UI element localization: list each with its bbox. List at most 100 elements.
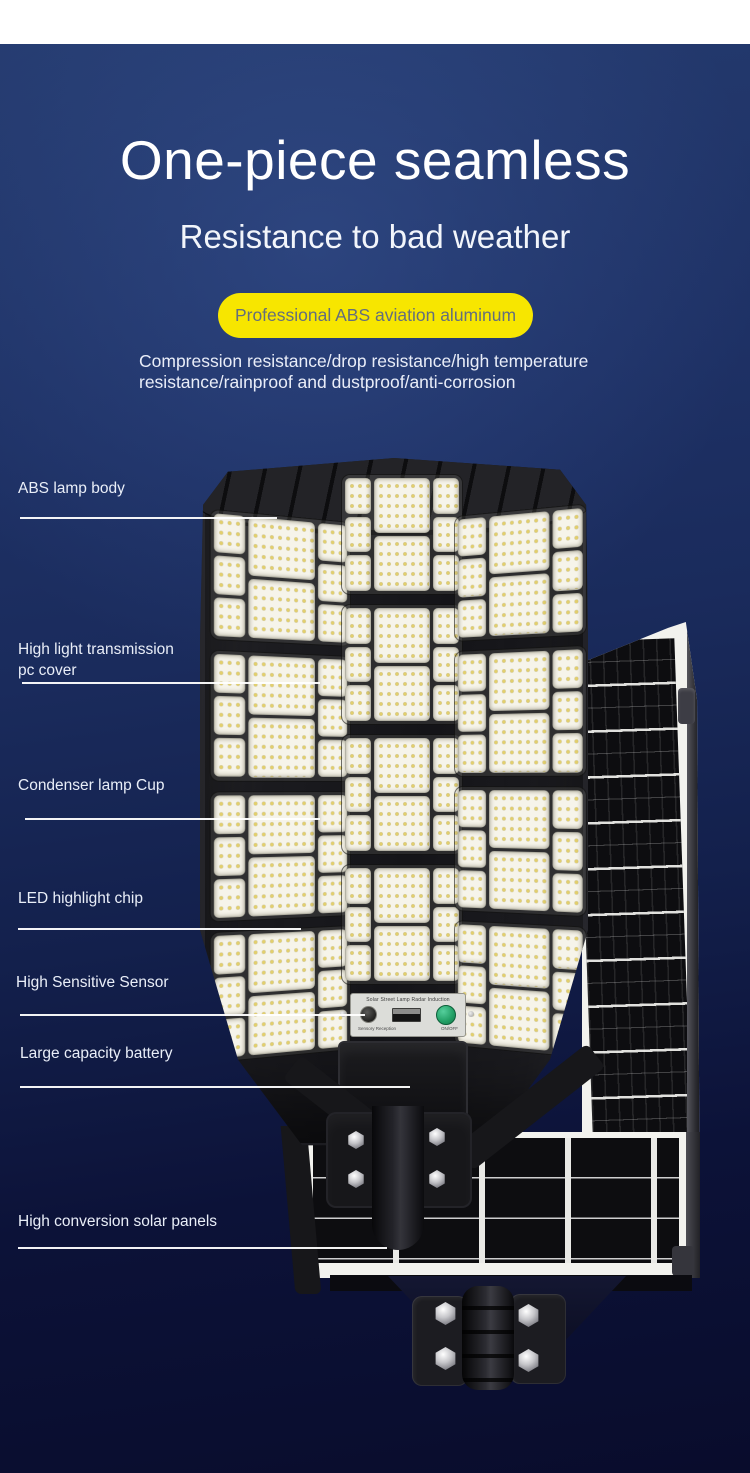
- top-white-strip: [0, 0, 750, 44]
- power-label: ON/OFF: [441, 1025, 458, 1031]
- led-chip: [553, 831, 583, 871]
- led-main-stack: [488, 650, 550, 773]
- callout-pc-cover: High light transmission pc cover: [18, 641, 174, 679]
- bolt-icon: [348, 1131, 364, 1149]
- bracket-cylinder: [372, 1106, 424, 1250]
- bolt-icon: [518, 1349, 539, 1372]
- led-chip: [213, 696, 246, 736]
- led-chip: [345, 815, 372, 852]
- led-chip: [457, 829, 486, 868]
- led-chip: [553, 873, 583, 914]
- led-side-stack: [345, 478, 372, 592]
- led-chip: [457, 870, 486, 909]
- led-chip: [457, 653, 486, 692]
- sensor-label: Sensory Reception: [358, 1025, 397, 1031]
- led-chip: [213, 654, 246, 694]
- led-side-stack: [553, 507, 583, 633]
- led-module: [209, 649, 351, 782]
- led-module: [454, 644, 587, 777]
- led-side-stack: [457, 789, 486, 909]
- led-chip: [374, 868, 430, 923]
- callout-line: [20, 1086, 410, 1088]
- led-chip: [488, 650, 550, 712]
- bolt-icon: [518, 1304, 539, 1327]
- led-main-stack: [488, 789, 550, 912]
- led-chip: [432, 478, 459, 514]
- callout-line: [20, 1014, 365, 1016]
- led-chip: [432, 608, 459, 644]
- led-chip: [553, 592, 583, 633]
- bolt-icon: [348, 1170, 364, 1188]
- led-main-stack: [248, 930, 315, 1056]
- led-chip: [213, 738, 246, 778]
- led-module: [341, 604, 463, 725]
- callout-abs-lamp-body: ABS lamp body: [18, 480, 125, 497]
- control-panel-labels: Sensory Reception ON/OFF: [351, 1026, 465, 1031]
- led-chip: [248, 930, 315, 994]
- led-chip: [248, 991, 315, 1056]
- led-chip: [345, 516, 372, 553]
- description-line-2: resistance/rainproof and dustproof/anti-…: [139, 372, 516, 393]
- led-chip: [248, 655, 315, 717]
- solar-panel-frame-edge: [686, 1132, 700, 1278]
- callout-line: [20, 517, 277, 519]
- led-chip: [457, 694, 486, 733]
- bolt-icon: [435, 1302, 456, 1325]
- led-module: [341, 734, 463, 855]
- led-chip: [213, 597, 246, 638]
- led-chip: [432, 555, 459, 592]
- led-module: [454, 785, 587, 918]
- lamp-head: Solar Street Lamp Radar Induction Sensor…: [200, 458, 588, 1146]
- led-chip: [345, 868, 372, 904]
- led-side-stack: [345, 608, 372, 722]
- led-chip: [553, 648, 583, 689]
- led-chip: [248, 578, 315, 642]
- feature-badge: Professional ABS aviation aluminum: [218, 293, 533, 338]
- led-chip: [553, 507, 583, 550]
- led-chip: [345, 555, 372, 592]
- led-chip: [374, 608, 430, 663]
- led-side-stack: [457, 517, 486, 638]
- led-chip: [432, 945, 459, 982]
- led-main-stack: [248, 655, 315, 778]
- panel-mount-clip: [678, 688, 695, 724]
- led-side-stack: [345, 738, 372, 852]
- callout-condenser-lamp-cup: Condenser lamp Cup: [18, 777, 165, 794]
- led-chip: [374, 926, 430, 981]
- page-subtitle: Resistance to bad weather: [179, 218, 571, 255]
- led-chip: [432, 516, 459, 553]
- panel-corner-tab: [672, 1246, 694, 1276]
- led-module: [454, 503, 587, 642]
- led-chip: [213, 836, 246, 876]
- led-chip: [213, 513, 246, 555]
- page-title: One-piece seamless: [119, 129, 631, 191]
- led-main-stack: [488, 926, 550, 1051]
- led-chip: [457, 557, 486, 598]
- led-chip: [457, 598, 486, 638]
- led-chip: [345, 478, 372, 514]
- led-main-stack: [488, 511, 550, 636]
- bolt-icon: [429, 1128, 445, 1146]
- led-chip: [345, 685, 372, 722]
- led-chip: [553, 733, 583, 773]
- bolt-icon: [435, 1347, 456, 1370]
- led-chip: [248, 855, 315, 917]
- led-chip: [457, 789, 486, 828]
- led-chip: [553, 789, 583, 829]
- callout-line: [18, 1247, 387, 1249]
- led-chip: [213, 794, 246, 834]
- led-chip: [374, 796, 430, 851]
- led-side-stack: [432, 738, 459, 852]
- led-chip: [213, 934, 246, 975]
- led-chip: [553, 691, 583, 731]
- led-chip: [488, 573, 550, 636]
- feature-description: Compression resistance/drop resistance/h…: [139, 351, 609, 394]
- led-chip: [488, 712, 550, 773]
- led-main-stack: [374, 868, 430, 981]
- led-side-stack: [553, 648, 583, 773]
- led-chip: [248, 516, 315, 581]
- led-side-stack: [213, 513, 246, 638]
- led-chip: [248, 717, 315, 778]
- led-chip: [457, 924, 486, 964]
- led-chip: [488, 850, 550, 912]
